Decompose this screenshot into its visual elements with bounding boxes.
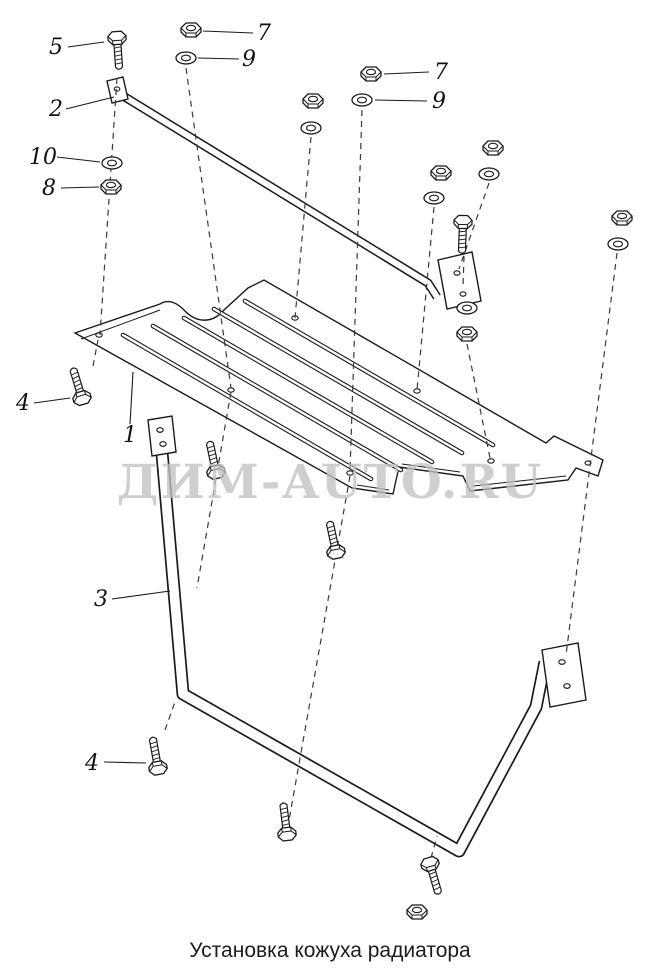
callout-label-9-top: 9 [242, 47, 256, 72]
flange-hole [156, 427, 164, 433]
nut-icon [406, 904, 428, 920]
lower-bracket-right-flange [541, 642, 587, 708]
assembly-axis-line [294, 136, 312, 319]
panel-hole [227, 387, 235, 393]
assembly-axis-line [466, 343, 491, 459]
panel-hole [95, 332, 103, 338]
callout-label-2: 2 [48, 97, 63, 122]
panel-hole [584, 460, 592, 466]
flange-hole [159, 441, 167, 447]
assembly-axis-line [287, 475, 351, 827]
upper-bracket-part-2 [106, 76, 482, 310]
nut-icon [360, 66, 382, 82]
leader-line [383, 71, 430, 75]
panel-hole [487, 458, 495, 464]
assembly-axes [92, 67, 618, 859]
upper-bracket-end-plate [437, 251, 482, 310]
flange-hole [563, 683, 571, 689]
washer-icon [175, 51, 197, 65]
cowl-panel-part-1 [73, 279, 604, 495]
flange-hole [558, 659, 566, 665]
washer-icon [456, 301, 478, 315]
leader-line [197, 57, 240, 60]
assembly-axis-line [185, 67, 232, 389]
callout-label-9-right: 9 [432, 89, 446, 114]
leader-line [60, 186, 100, 189]
nut-icon [180, 22, 202, 38]
callout-label-4-bottom: 4 [84, 751, 99, 776]
leader-line [56, 156, 101, 163]
assembly-axis-line [416, 206, 435, 391]
leader-line [129, 371, 134, 425]
lower-bracket-left-flange [147, 415, 177, 457]
washer-icon [101, 156, 123, 170]
plate-hole [459, 291, 467, 297]
panel-lip-line [472, 475, 567, 487]
leader-line [103, 761, 147, 764]
assembly-axis-line [430, 835, 438, 859]
callout-label-8: 8 [42, 176, 56, 201]
assembly-axis-line [458, 182, 490, 270]
flange-hole [113, 86, 121, 92]
panel-lip-line [401, 463, 461, 473]
assembly-axis-line [196, 391, 232, 589]
assembly-axis-line [92, 339, 99, 367]
panel-rib-face [243, 299, 495, 447]
plate-hole [453, 270, 461, 276]
washer-icon [351, 93, 373, 107]
leader-line [67, 41, 105, 48]
nut-icon [100, 179, 122, 195]
callout-label-7-right: 7 [434, 60, 448, 85]
nut-icon [611, 210, 633, 226]
assembly-axis-line [349, 109, 363, 472]
nut-icon [430, 165, 452, 181]
assembly-axis-line [462, 255, 465, 289]
callout-label-3: 3 [94, 587, 108, 612]
nut-icon [456, 326, 478, 342]
panel-hole [346, 470, 354, 476]
washer-icon [300, 121, 322, 135]
callout-label-4-left: 4 [15, 391, 30, 416]
panel-rib-face [212, 307, 464, 455]
callouts: 5 7 9 2 10 8 7 9 4 1 3 4 [15, 21, 448, 776]
assembly-axis-line [565, 252, 618, 656]
panel-hole [413, 388, 421, 394]
callout-label-10: 10 [29, 145, 57, 170]
lower-bracket-part-3 [147, 415, 587, 858]
leader-line [202, 30, 254, 34]
washer-icon [423, 191, 445, 205]
panel-stiffening-ribs [120, 298, 496, 482]
assembly-axis-line [164, 701, 176, 731]
washer-icon [607, 237, 629, 251]
nut-icon [302, 93, 324, 109]
washer-icon [478, 167, 500, 181]
leader-line [65, 96, 115, 110]
callout-label-7-top: 7 [257, 21, 271, 46]
lower-bracket-strip-face [155, 429, 550, 856]
figure-caption: Установка кожуха радиатора [189, 939, 471, 962]
nut-icon [482, 140, 504, 156]
panel-lip-line [356, 484, 390, 491]
upper-bracket-strip-face [118, 91, 440, 299]
assembly-axis-line [99, 77, 118, 336]
panel-fold-line [80, 309, 161, 340]
panel-rib-face [182, 316, 434, 464]
leader-line [374, 99, 428, 102]
leader-line [33, 397, 71, 404]
callout-label-5: 5 [49, 35, 63, 60]
callout-label-1: 1 [123, 423, 137, 448]
leader-line [111, 590, 171, 600]
panel-rib-face [121, 333, 373, 481]
panel-rib-face [151, 324, 403, 472]
watermark-text: ДИМ-AUTO.RU [117, 455, 544, 510]
